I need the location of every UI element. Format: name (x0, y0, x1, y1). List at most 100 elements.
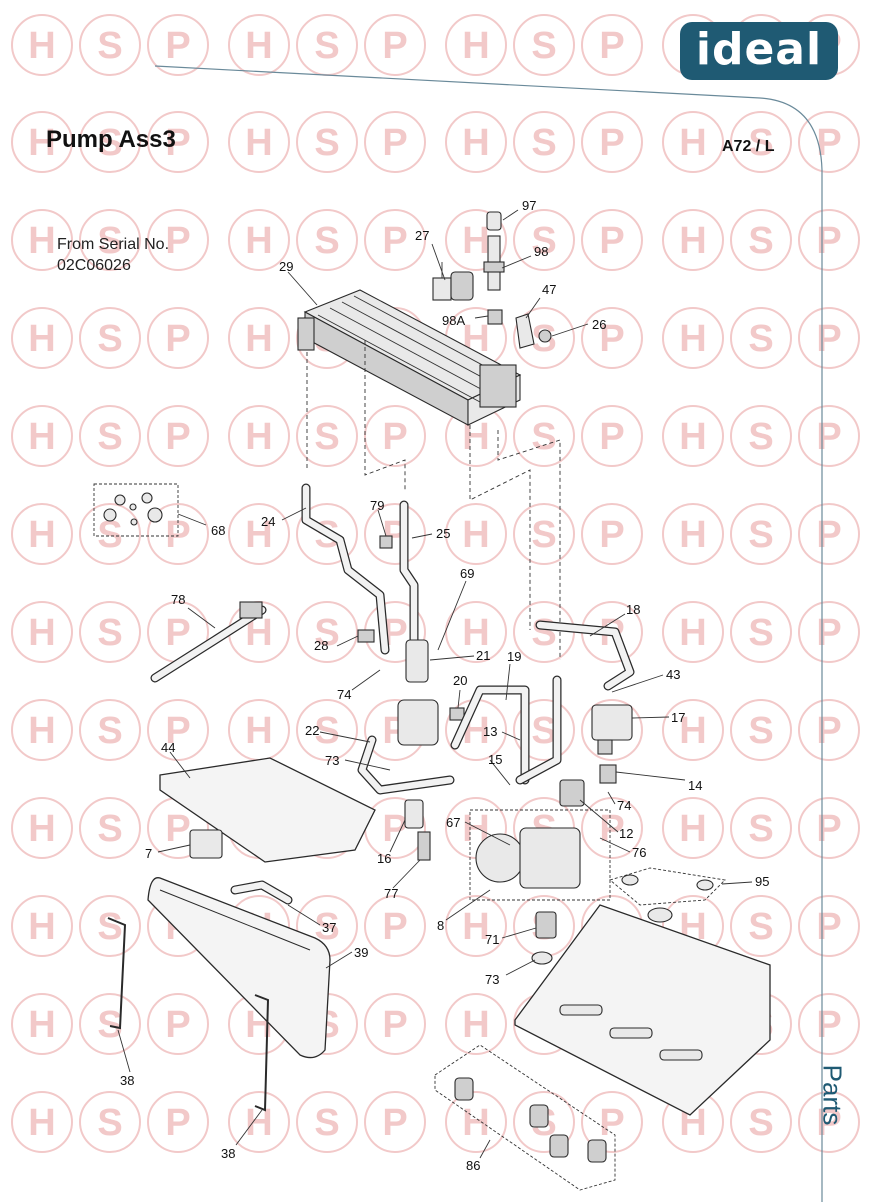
watermark-circle (730, 503, 792, 565)
part-97-plug[interactable] (486, 211, 502, 231)
watermark-circle (296, 503, 358, 565)
callout-38-a: 38 (120, 1073, 134, 1088)
watermark-letter: S (748, 416, 773, 458)
part-68-seal-kit[interactable] (93, 483, 179, 537)
watermark-circle (662, 699, 724, 761)
watermark-circle (296, 405, 358, 467)
part-16-drain[interactable] (404, 799, 424, 829)
part-20-clip[interactable] (449, 707, 465, 721)
watermark-letter: S (531, 416, 556, 458)
part-95-grommet-kit[interactable] (609, 867, 726, 923)
watermark-letter: S (97, 416, 122, 458)
watermark-circle (798, 111, 860, 173)
watermark-circle (147, 405, 209, 467)
part-8-pump[interactable] (469, 779, 611, 901)
watermark-letter: H (679, 416, 706, 458)
part-39-expansion-vessel[interactable] (147, 877, 331, 1059)
part-86-valve-kit[interactable] (434, 1044, 616, 1191)
part-98a-nut[interactable] (487, 309, 503, 325)
part-73-washer[interactable] (531, 951, 553, 965)
watermark-letter: H (245, 1102, 272, 1144)
watermark-circle (581, 1091, 643, 1153)
watermark-circle (662, 209, 724, 271)
watermark-letter: P (816, 808, 841, 850)
watermark-circle (730, 405, 792, 467)
watermark-circle (581, 503, 643, 565)
part-47-clip[interactable] (515, 313, 535, 349)
part-38-strap-right[interactable] (254, 994, 270, 1112)
watermark-letter: P (165, 25, 190, 67)
part-44-mounting-plate[interactable] (159, 757, 376, 863)
watermark-circle (581, 307, 643, 369)
callout-95: 95 (755, 874, 769, 889)
part-27-sensor[interactable] (432, 262, 474, 301)
watermark-circle (445, 895, 507, 957)
watermark-circle (445, 993, 507, 1055)
watermark-circle (364, 14, 426, 76)
watermark-letter: H (679, 122, 706, 164)
part-38-strap-left[interactable] (107, 917, 127, 1030)
part-7-bracket[interactable] (189, 829, 223, 859)
watermark-circle (581, 209, 643, 271)
watermark-letter: P (816, 514, 841, 556)
callout-47: 47 (542, 282, 556, 297)
part-13-pipe[interactable] (515, 675, 562, 785)
watermark-letter: H (28, 25, 55, 67)
watermark-letter: P (165, 808, 190, 850)
part-29-heat-exchanger[interactable] (297, 289, 522, 426)
part-25-pipe[interactable] (399, 500, 419, 645)
watermark-letter: H (462, 122, 489, 164)
part-21-valve[interactable] (405, 639, 429, 683)
watermark-circle (445, 14, 507, 76)
part-79-screw[interactable] (379, 535, 393, 549)
parts-section-tab[interactable]: Parts (812, 1050, 852, 1140)
bottom-tray[interactable] (514, 904, 771, 1116)
watermark-letter: H (462, 612, 489, 654)
watermark-letter: P (165, 1102, 190, 1144)
watermark-letter: H (679, 318, 706, 360)
watermark-letter: P (382, 416, 407, 458)
part-98-air-vent[interactable] (483, 235, 505, 291)
part-24-pipe[interactable] (301, 483, 390, 655)
model-code: A72 / L (722, 138, 775, 155)
part-71-connector[interactable] (535, 911, 557, 939)
watermark-circle (228, 1091, 290, 1153)
watermark-letter: P (599, 416, 624, 458)
watermark-circle (364, 209, 426, 271)
watermark-letter: P (816, 318, 841, 360)
watermark-circle (79, 1091, 141, 1153)
part-17-valve[interactable] (591, 704, 633, 755)
part-77-fitting[interactable] (417, 831, 431, 861)
watermark-circle (79, 699, 141, 761)
part-28-clip[interactable] (357, 629, 375, 643)
watermark-circle (296, 699, 358, 761)
watermark-circle (798, 405, 860, 467)
callout-leader-lines (117, 209, 753, 1159)
watermark-letter: P (382, 808, 407, 850)
part-19-pipe[interactable] (450, 685, 530, 785)
watermark-letter: H (245, 220, 272, 262)
part-18-pipe[interactable] (535, 620, 635, 691)
watermark-circle (445, 601, 507, 663)
watermark-circle (79, 601, 141, 663)
callout-16: 16 (377, 851, 391, 866)
watermark-circle (730, 601, 792, 663)
watermark-letter: S (97, 906, 122, 948)
watermark-circle (364, 405, 426, 467)
part-26-screw[interactable] (538, 329, 552, 343)
part-14-connector[interactable] (599, 764, 617, 784)
part-78-flexible-hose[interactable] (150, 601, 267, 683)
watermark-circle (79, 405, 141, 467)
watermark-circle (147, 209, 209, 271)
part-37-pipe[interactable] (230, 880, 293, 905)
part-22-pipe[interactable] (357, 735, 455, 795)
callout-17: 17 (671, 710, 685, 725)
watermark-letter: S (748, 1102, 773, 1144)
callout-69: 69 (460, 566, 474, 581)
watermark-circle (513, 307, 575, 369)
watermark-letter: H (245, 122, 272, 164)
watermark-letter: P (816, 906, 841, 948)
watermark-letter: S (531, 710, 556, 752)
diverter-valve-body[interactable] (397, 699, 439, 746)
watermark-circle (147, 993, 209, 1055)
